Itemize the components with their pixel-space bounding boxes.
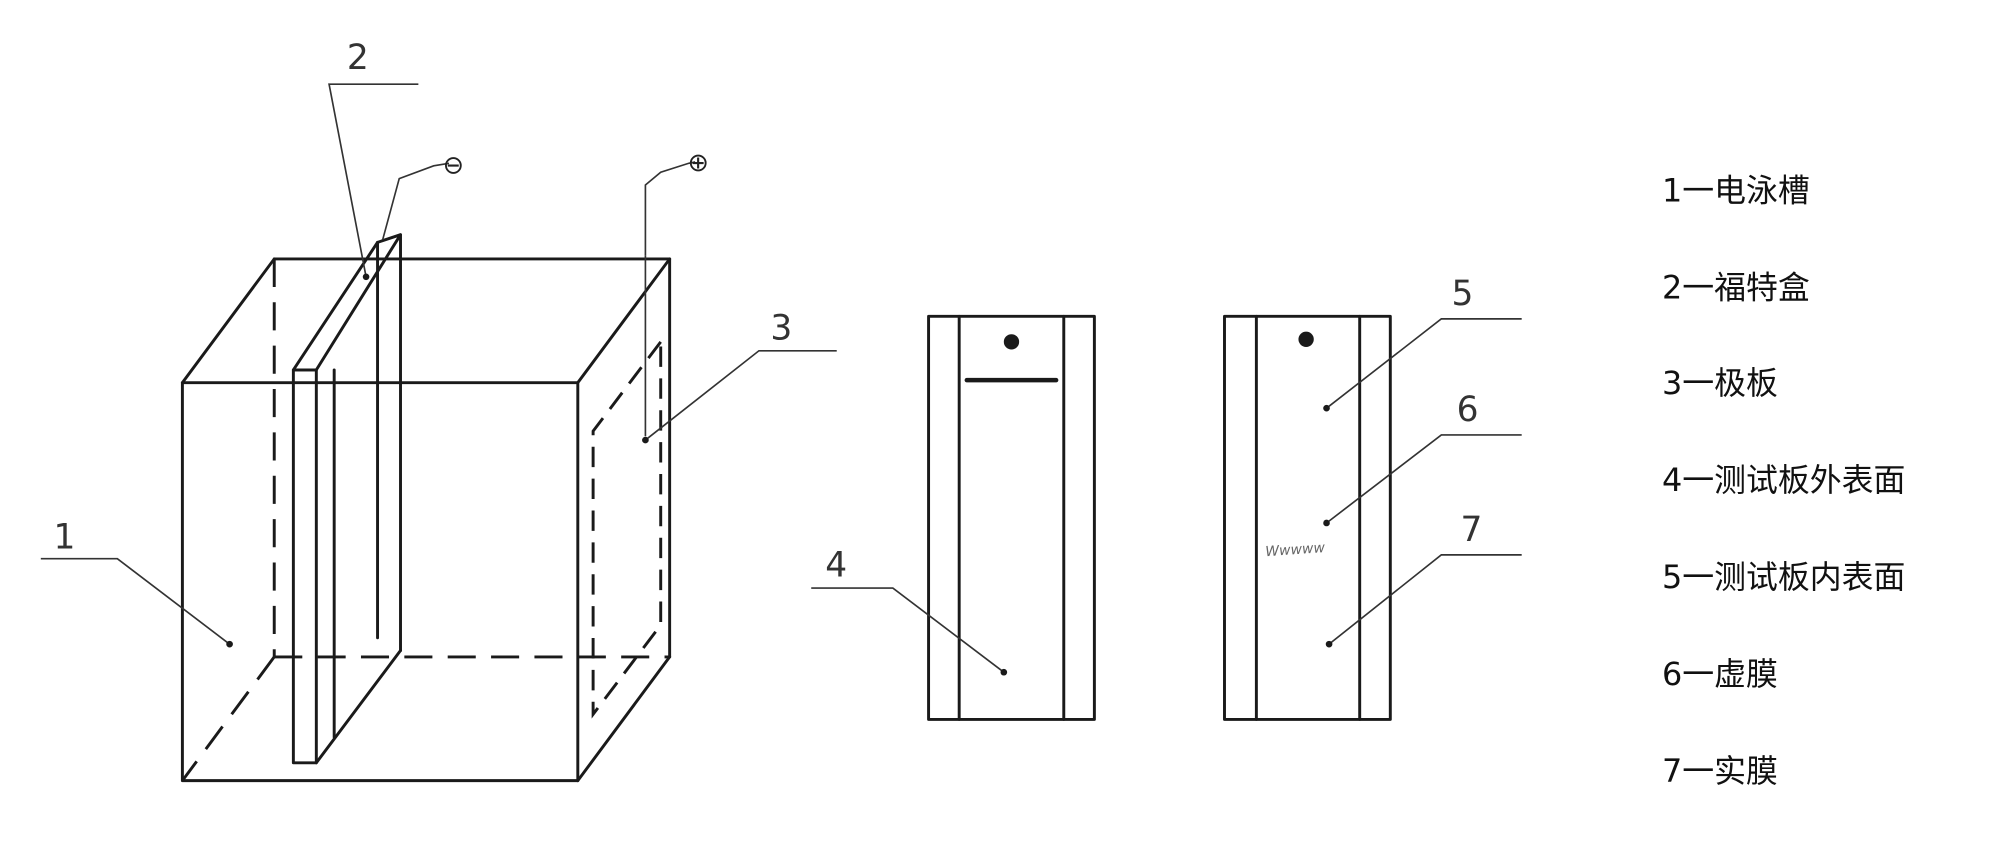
legend: 1一电泳槽 2一福特盒 3一极板 4一测试板外表面 5一测试板内表面 6一虚膜 … bbox=[1662, 172, 1905, 790]
legend-item: 7一实膜 bbox=[1662, 752, 1778, 790]
callout-leaders bbox=[40, 83, 1522, 676]
callout-label-1: 1 bbox=[54, 517, 76, 557]
callout-numbers: 1 2 3 4 5 6 7 bbox=[54, 38, 1483, 586]
positive-terminal-symbol: ⊕ bbox=[688, 148, 709, 178]
electrophoresis-tank bbox=[180, 257, 672, 783]
negative-terminal-symbol: ⊖ bbox=[443, 150, 464, 180]
legend-item: 2一福特盒 bbox=[1662, 268, 1810, 306]
legend-item: 6一虚膜 bbox=[1662, 655, 1778, 693]
ford-box bbox=[291, 233, 402, 765]
test-plate-outer bbox=[927, 314, 1096, 721]
hanging-hole bbox=[1298, 331, 1314, 347]
callout-label-2: 2 bbox=[347, 38, 369, 78]
callout-label-5: 5 bbox=[1452, 274, 1474, 314]
test-plate-inner: Wwwww bbox=[1223, 314, 1392, 721]
virtual-film-mark: Wwwww bbox=[1265, 540, 1326, 560]
legend-item: 3一极板 bbox=[1662, 364, 1778, 402]
electrode-plate: ⊕ bbox=[591, 148, 709, 719]
legend-item: 5一测试板内表面 bbox=[1662, 558, 1905, 596]
legend-item: 1一电泳槽 bbox=[1662, 172, 1810, 210]
callout-label-3: 3 bbox=[770, 308, 792, 348]
callout-label-7: 7 bbox=[1460, 510, 1482, 550]
negative-terminal: ⊖ bbox=[381, 150, 464, 241]
hanging-hole bbox=[1003, 334, 1020, 350]
legend-item: 4一测试板外表面 bbox=[1662, 461, 1905, 499]
callout-label-4: 4 bbox=[825, 546, 847, 586]
callout-label-6: 6 bbox=[1457, 390, 1479, 430]
